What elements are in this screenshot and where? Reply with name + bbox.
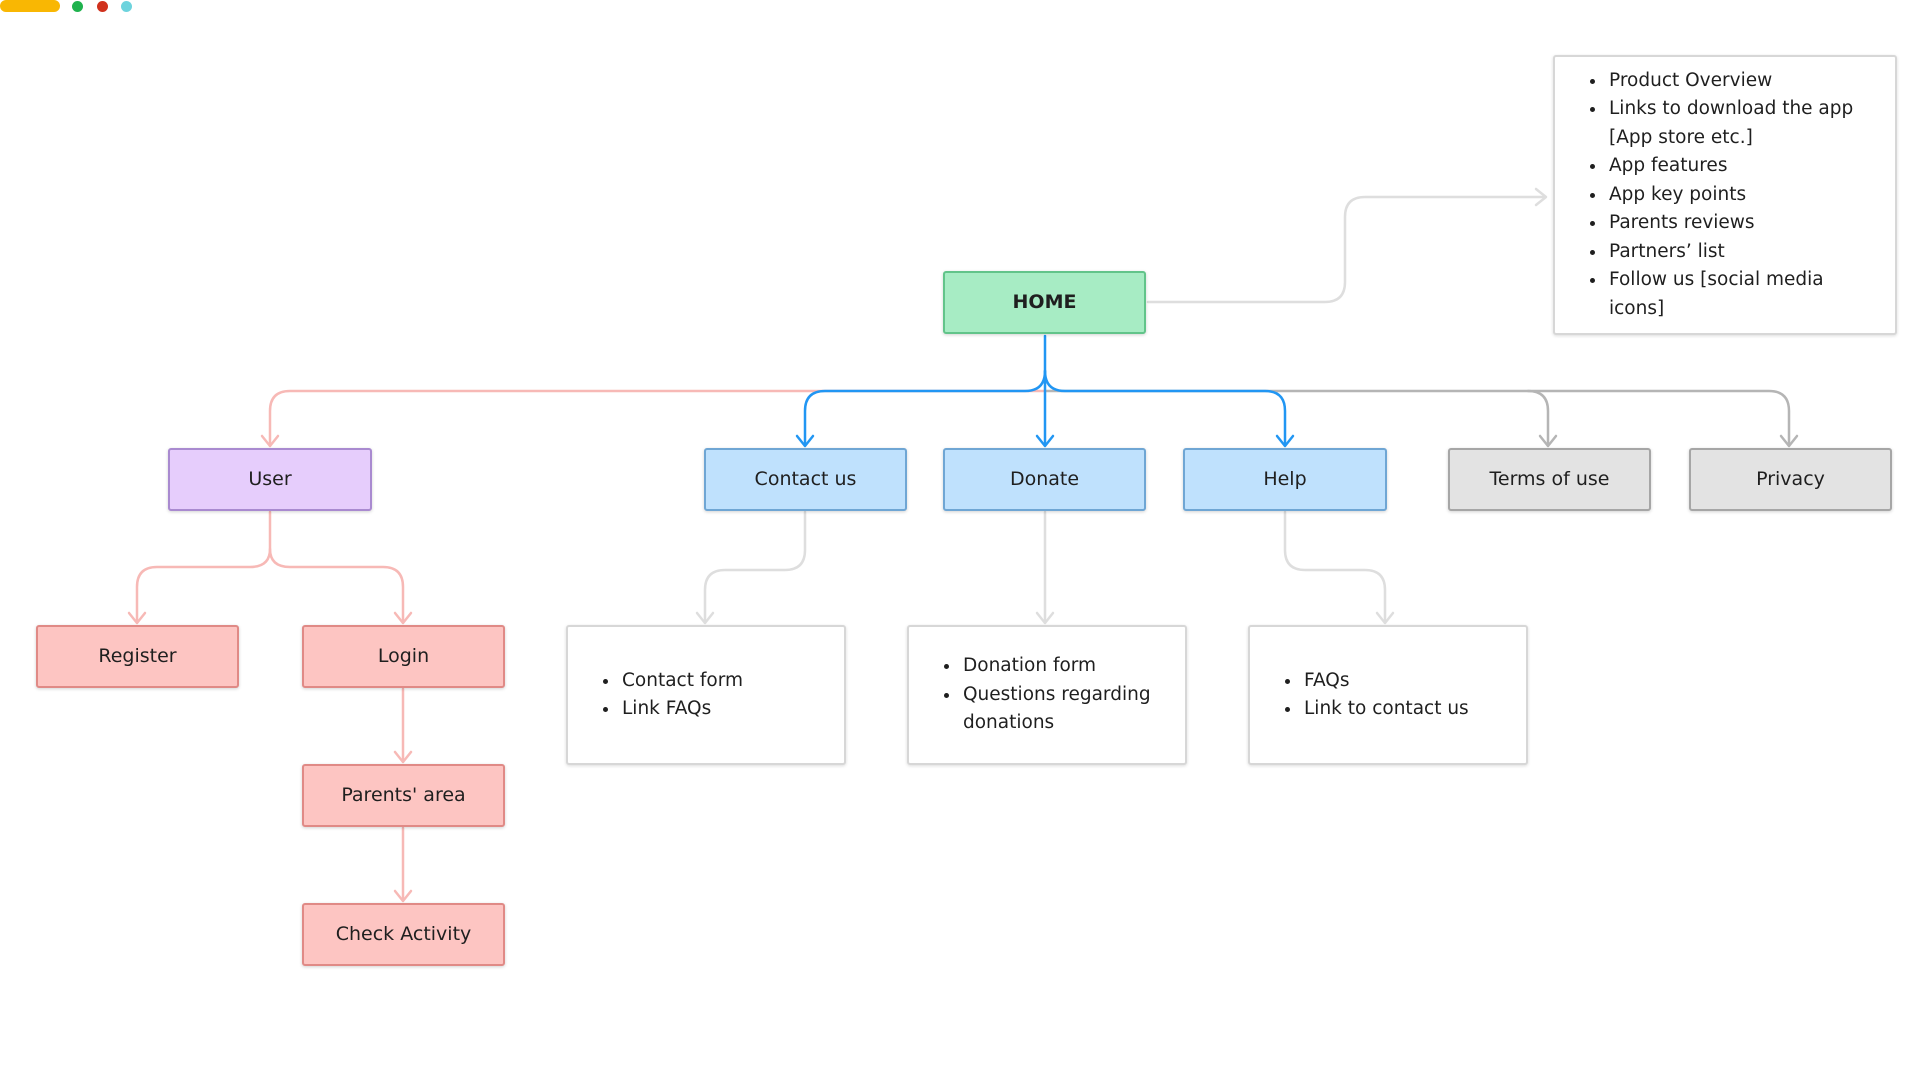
help-node[interactable]: Help [1183, 448, 1387, 511]
help-notes-list: FAQs Link to contact us [1250, 667, 1483, 724]
donate-arrowhead [1035, 434, 1055, 448]
donate-node[interactable]: Donate [943, 448, 1146, 511]
home-notes-card[interactable]: Product Overview Links to download the a… [1553, 55, 1897, 335]
contact-to-notes-connector [703, 510, 807, 624]
help-to-notes-connector [1283, 510, 1387, 624]
window-dot-cyan[interactable] [121, 1, 132, 12]
list-item: Donation form [961, 652, 1171, 681]
user-to-login-connector [268, 547, 405, 624]
privacy-arrowhead [1779, 434, 1799, 448]
terms-to-privacy-connector [1526, 389, 1791, 447]
parents-area-node[interactable]: Parents' area [302, 764, 505, 827]
home-notes-arrowhead [1534, 187, 1548, 207]
window-dot-red[interactable] [97, 1, 108, 12]
window-controls [0, 0, 140, 14]
contact-us-notes-list: Contact form Link FAQs [568, 667, 757, 724]
list-item: Link to contact us [1302, 695, 1469, 724]
user-to-register-connector [135, 510, 272, 624]
terms-arrowhead [1538, 434, 1558, 448]
home-notes-list: Product Overview Links to download the a… [1555, 67, 1895, 324]
home-to-user-connector [268, 389, 1047, 447]
login-arrowhead [393, 611, 413, 625]
list-item: Partners’ list [1607, 238, 1881, 267]
list-item: Parents reviews [1607, 209, 1881, 238]
home-to-notes-connector [1146, 195, 1547, 304]
contact-notes-arrowhead [695, 611, 715, 625]
list-item: Questions regarding donations [961, 681, 1171, 738]
home-to-terms-connector [1043, 389, 1550, 447]
contact-arrowhead [795, 434, 815, 448]
home-to-help-connector [1043, 369, 1287, 447]
list-item: Link FAQs [620, 695, 743, 724]
home-to-contact-connector [803, 369, 1047, 447]
list-item: Follow us [social media icons] [1607, 266, 1881, 323]
list-item: Links to download the app [App store etc… [1607, 95, 1881, 152]
login-node[interactable]: Login [302, 625, 505, 688]
parents-arrowhead [393, 750, 413, 764]
contact-us-node[interactable]: Contact us [704, 448, 907, 511]
activity-arrowhead [393, 889, 413, 903]
help-notes-arrowhead [1375, 611, 1395, 625]
register-node[interactable]: Register [36, 625, 239, 688]
legal-branch-connectors [1043, 389, 1799, 448]
list-item: Contact form [620, 667, 743, 696]
list-item: App features [1607, 152, 1881, 181]
help-notes-card[interactable]: FAQs Link to contact us [1248, 625, 1528, 765]
donate-notes-arrowhead [1035, 611, 1055, 625]
user-branch-connectors [127, 389, 1047, 903]
check-activity-node[interactable]: Check Activity [302, 903, 505, 966]
home-node[interactable]: HOME [943, 271, 1146, 334]
info-branch-connectors [795, 334, 1295, 448]
help-arrowhead [1275, 434, 1295, 448]
contact-us-notes-card[interactable]: Contact form Link FAQs [566, 625, 846, 765]
register-arrowhead [127, 611, 147, 625]
note-connectors [695, 187, 1548, 625]
user-node[interactable]: User [168, 448, 372, 511]
donate-notes-card[interactable]: Donation form Questions regarding donati… [907, 625, 1187, 765]
privacy-node[interactable]: Privacy [1689, 448, 1892, 511]
list-item: App key points [1607, 181, 1881, 210]
list-item: Product Overview [1607, 67, 1881, 96]
terms-of-use-node[interactable]: Terms of use [1448, 448, 1651, 511]
list-item: FAQs [1302, 667, 1469, 696]
donate-notes-list: Donation form Questions regarding donati… [909, 652, 1185, 738]
window-pill-handle[interactable] [0, 0, 60, 12]
window-dot-green[interactable] [72, 1, 83, 12]
user-arrowhead [260, 434, 280, 448]
